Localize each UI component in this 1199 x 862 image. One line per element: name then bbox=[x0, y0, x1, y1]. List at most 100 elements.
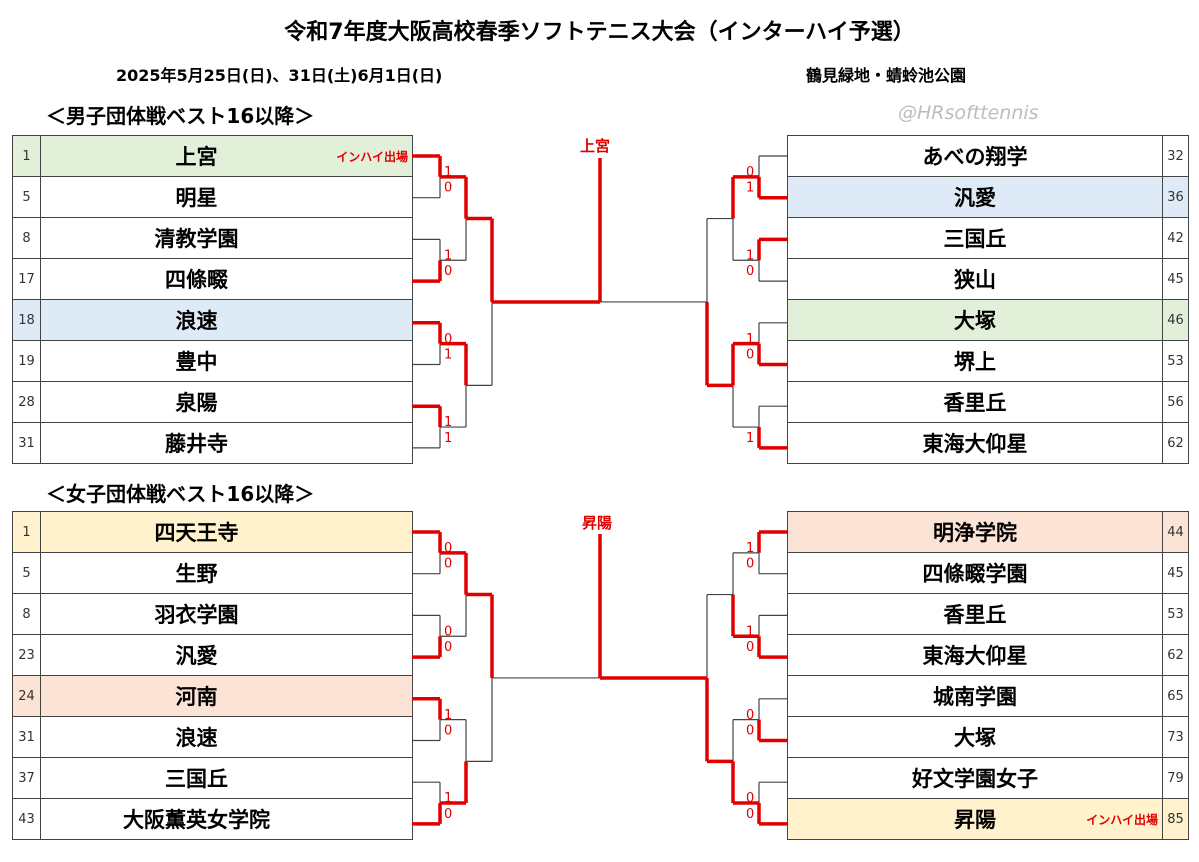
team-name-text: 生野 bbox=[175, 562, 218, 586]
team-name: 藤井寺 bbox=[40, 422, 413, 464]
match-score: 0 bbox=[746, 640, 754, 655]
team-name-text: 香里丘 bbox=[943, 603, 1007, 627]
seed-number: 45 bbox=[1162, 258, 1189, 300]
team-name-text: 四條畷学園 bbox=[922, 562, 1028, 586]
girls-left-team-row: 23 汎愛 bbox=[12, 634, 413, 676]
match-score: 0 bbox=[444, 181, 452, 196]
match-score: 1 bbox=[746, 332, 754, 347]
match-score: 0 bbox=[444, 724, 452, 739]
team-name: 四天王寺 bbox=[40, 511, 413, 553]
match-score: 0 bbox=[746, 348, 754, 363]
team-name-text: 香里丘 bbox=[943, 391, 1007, 415]
interhigh-tag: インハイ出場 bbox=[1086, 813, 1158, 827]
team-name: 生野 bbox=[40, 552, 413, 594]
girls-left-team-row: 8 羽衣学園 bbox=[12, 593, 413, 635]
team-name: 泉陽 bbox=[40, 381, 413, 423]
seed-number: 85 bbox=[1162, 798, 1189, 840]
match-score: 0 bbox=[746, 264, 754, 279]
girls-right-team-row: 四條畷学園 45 bbox=[787, 552, 1189, 594]
team-name-text: 三国丘 bbox=[165, 767, 228, 791]
girls-section-heading: ＜女子団体戦ベスト16以降＞ bbox=[46, 482, 315, 506]
match-score: 1 bbox=[444, 431, 452, 446]
team-name: 清教学園 bbox=[40, 217, 413, 259]
team-name: 浪速 bbox=[40, 299, 413, 341]
match-score: 0 bbox=[746, 165, 754, 180]
boys-right-team-row: 東海大仰星 62 bbox=[787, 422, 1189, 464]
team-name-text: 羽衣学園 bbox=[154, 603, 239, 627]
match-score: 1 bbox=[444, 708, 452, 723]
match-score: 1 bbox=[746, 181, 754, 196]
match-score: 0 bbox=[746, 807, 754, 822]
seed-number: 62 bbox=[1162, 422, 1189, 464]
seed-number: 45 bbox=[1162, 552, 1189, 594]
match-score: 0 bbox=[746, 557, 754, 572]
seed-number: 8 bbox=[12, 593, 41, 635]
team-name: 上宮インハイ出場 bbox=[40, 135, 413, 177]
team-name: 三国丘 bbox=[40, 757, 413, 799]
page-title: 令和7年度大阪高校春季ソフトテニス大会（インターハイ予選） bbox=[284, 20, 915, 45]
boys-section-heading: ＜男子団体戦ベスト16以降＞ bbox=[46, 104, 315, 128]
seed-number: 31 bbox=[12, 716, 41, 758]
team-name: 四條畷学園 bbox=[787, 552, 1163, 594]
team-name-text: 大阪薫英女学院 bbox=[123, 808, 270, 832]
match-score: 0 bbox=[746, 791, 754, 806]
team-name-text: 上宮 bbox=[175, 145, 218, 169]
team-name-text: 浪速 bbox=[175, 309, 218, 333]
team-name-text: 明浄学院 bbox=[933, 521, 1017, 545]
team-name: 城南学園 bbox=[787, 675, 1163, 717]
seed-number: 1 bbox=[12, 511, 41, 553]
seed-number: 36 bbox=[1162, 176, 1189, 218]
match-score: 0 bbox=[444, 557, 452, 572]
match-score: 1 bbox=[444, 165, 452, 180]
match-score: 0 bbox=[444, 541, 452, 556]
team-name-text: 豊中 bbox=[175, 350, 218, 374]
team-name: 昇陽インハイ出場 bbox=[787, 798, 1163, 840]
girls-left-team-row: 1 四天王寺 bbox=[12, 511, 413, 553]
match-score: 1 bbox=[444, 791, 452, 806]
match-score: 1 bbox=[746, 431, 754, 446]
seed-number: 46 bbox=[1162, 299, 1189, 341]
team-name-text: 大塚 bbox=[954, 726, 996, 750]
team-name-text: 東海大仰星 bbox=[922, 432, 1028, 456]
team-name-text: 汎愛 bbox=[175, 644, 218, 668]
seed-number: 65 bbox=[1162, 675, 1189, 717]
match-score: 0 bbox=[444, 332, 452, 347]
team-name-text: 汎愛 bbox=[954, 186, 996, 210]
match-score: 1 bbox=[444, 248, 452, 263]
team-name: 三国丘 bbox=[787, 217, 1163, 259]
team-name-text: 明星 bbox=[175, 186, 218, 210]
watermark: @HRsofttennis bbox=[898, 102, 1039, 124]
match-score: 0 bbox=[746, 724, 754, 739]
match-score: 0 bbox=[746, 708, 754, 723]
girls-champion-label: 昇陽 bbox=[582, 514, 613, 532]
seed-number: 31 bbox=[12, 422, 41, 464]
team-name: 河南 bbox=[40, 675, 413, 717]
match-score: 1 bbox=[746, 624, 754, 639]
team-name-text: 四天王寺 bbox=[154, 521, 239, 545]
match-score: 1 bbox=[746, 248, 754, 263]
team-name: 香里丘 bbox=[787, 381, 1163, 423]
seed-number: 23 bbox=[12, 634, 41, 676]
team-name: 大阪薫英女学院 bbox=[40, 798, 413, 840]
seed-number: 17 bbox=[12, 258, 41, 300]
